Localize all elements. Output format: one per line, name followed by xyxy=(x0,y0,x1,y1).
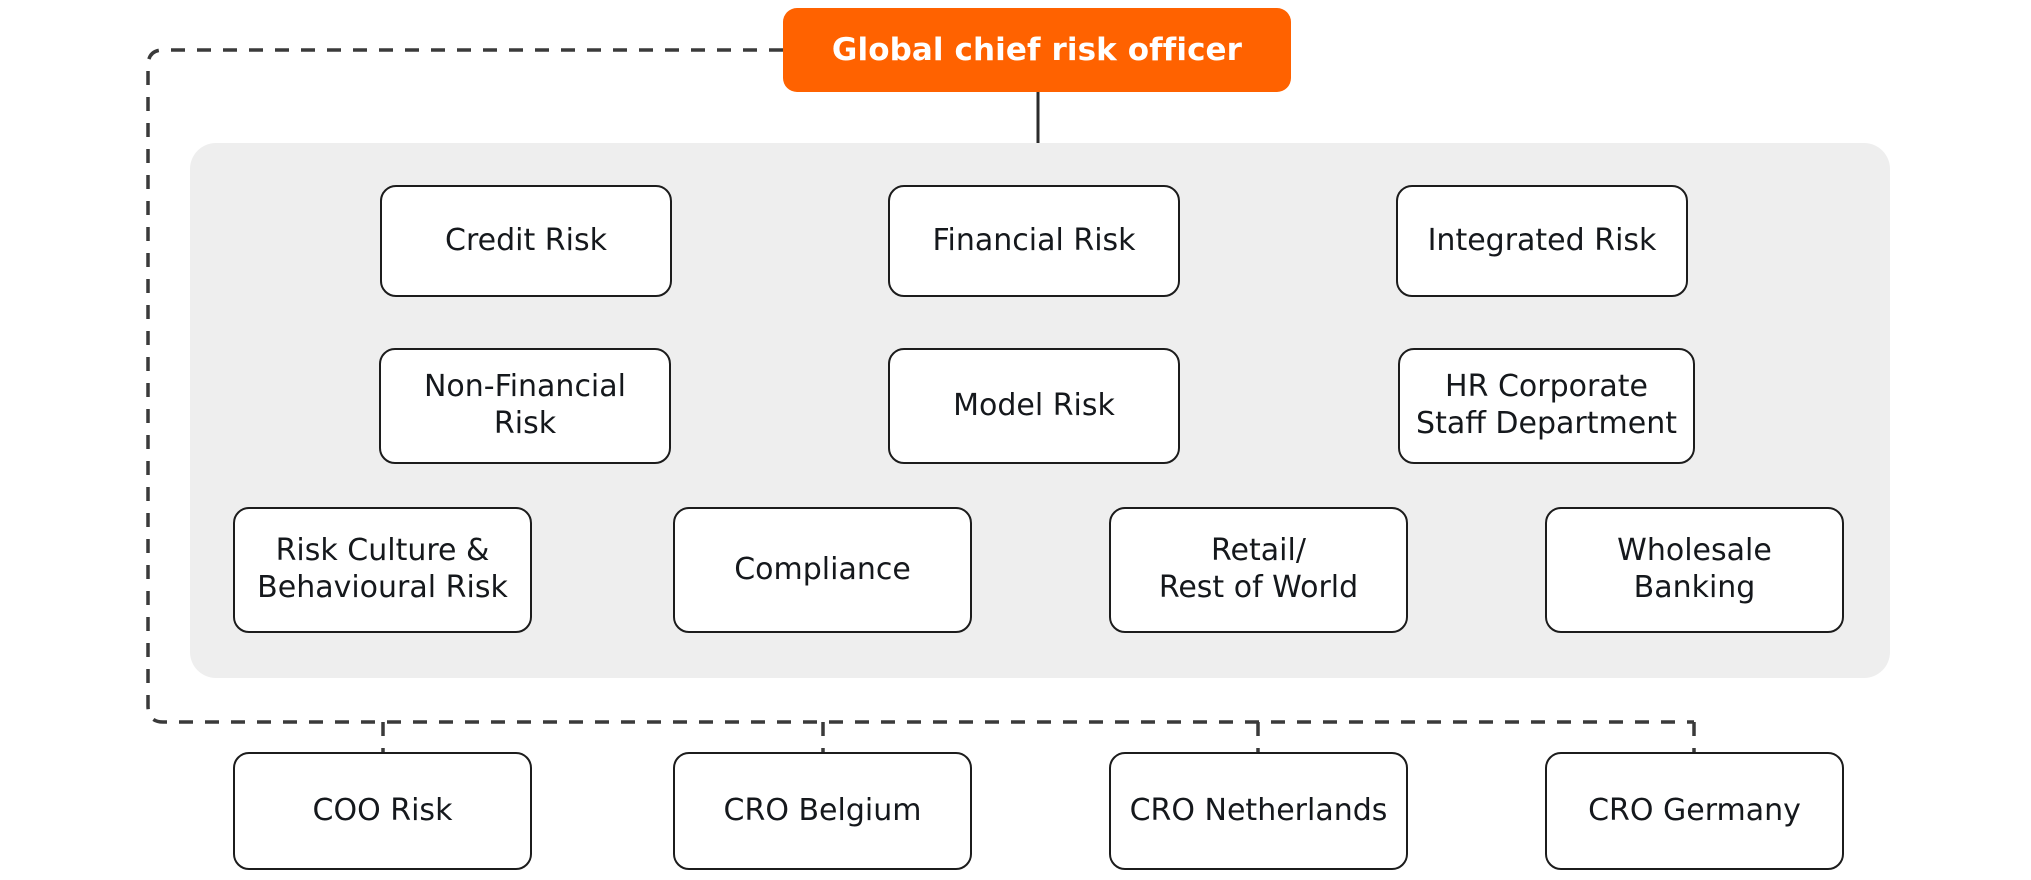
node-label-line1: COO Risk xyxy=(312,792,453,828)
node-label: CRO Belgium xyxy=(724,793,922,830)
node-label-line2: Behavioural Risk xyxy=(257,570,508,605)
node-label: Non-Financial Risk xyxy=(424,369,626,442)
node-label: Model Risk xyxy=(953,388,1115,425)
node-label-line1: CRO Belgium xyxy=(723,792,922,828)
node-retail-rest-of-world[interactable]: Retail/ Rest of World xyxy=(1109,507,1408,633)
node-coo-risk[interactable]: COO Risk xyxy=(233,752,532,870)
node-cro-belgium[interactable]: CRO Belgium xyxy=(673,752,972,870)
node-label-line1: Integrated Risk xyxy=(1427,222,1657,258)
node-label-line2: Banking xyxy=(1633,570,1756,605)
node-label: CRO Netherlands xyxy=(1130,793,1388,830)
node-label: Global chief risk officer xyxy=(831,32,1243,68)
node-financial-risk[interactable]: Financial Risk xyxy=(888,185,1180,297)
node-non-financial-risk[interactable]: Non-Financial Risk xyxy=(379,348,671,464)
node-label-line1: Credit Risk xyxy=(445,222,607,258)
node-global-chief-risk-officer[interactable]: Global chief risk officer xyxy=(783,8,1291,92)
node-credit-risk[interactable]: Credit Risk xyxy=(380,185,672,297)
node-label: Wholesale Banking xyxy=(1617,533,1772,606)
node-hr-corporate-staff-department[interactable]: HR Corporate Staff Department xyxy=(1398,348,1695,464)
node-label-line1: CRO Netherlands xyxy=(1129,792,1388,828)
node-label-line1: HR Corporate xyxy=(1445,369,1648,405)
node-label-line1: Retail/ xyxy=(1211,533,1306,569)
node-label-line1: Financial Risk xyxy=(932,222,1136,258)
node-label-line1: Model Risk xyxy=(953,387,1115,423)
node-label-line2: Staff Department xyxy=(1416,406,1677,441)
node-label-line1: Risk Culture & xyxy=(275,533,490,569)
node-label-line1: Wholesale xyxy=(1617,533,1772,569)
node-model-risk[interactable]: Model Risk xyxy=(888,348,1180,464)
node-label: Integrated Risk xyxy=(1428,223,1657,260)
node-label: Financial Risk xyxy=(932,223,1135,260)
node-label: COO Risk xyxy=(313,793,453,830)
node-label: Compliance xyxy=(734,552,911,589)
node-cro-netherlands[interactable]: CRO Netherlands xyxy=(1109,752,1408,870)
node-label: Credit Risk xyxy=(445,223,607,260)
node-cro-germany[interactable]: CRO Germany xyxy=(1545,752,1844,870)
node-label-line1: Non-Financial xyxy=(423,369,626,405)
node-wholesale-banking[interactable]: Wholesale Banking xyxy=(1545,507,1844,633)
node-label-line1: CRO Germany xyxy=(1588,792,1801,828)
node-label: Risk Culture & Behavioural Risk xyxy=(257,533,508,606)
node-integrated-risk[interactable]: Integrated Risk xyxy=(1396,185,1688,297)
node-label-line2: Risk xyxy=(493,406,557,441)
node-compliance[interactable]: Compliance xyxy=(673,507,972,633)
node-label-line2: Rest of World xyxy=(1158,570,1359,605)
node-label: Retail/ Rest of World xyxy=(1159,533,1358,606)
node-risk-culture-behavioural-risk[interactable]: Risk Culture & Behavioural Risk xyxy=(233,507,532,633)
node-label-line1: Compliance xyxy=(734,551,911,587)
node-label: HR Corporate Staff Department xyxy=(1416,369,1677,442)
node-label: CRO Germany xyxy=(1588,793,1801,830)
